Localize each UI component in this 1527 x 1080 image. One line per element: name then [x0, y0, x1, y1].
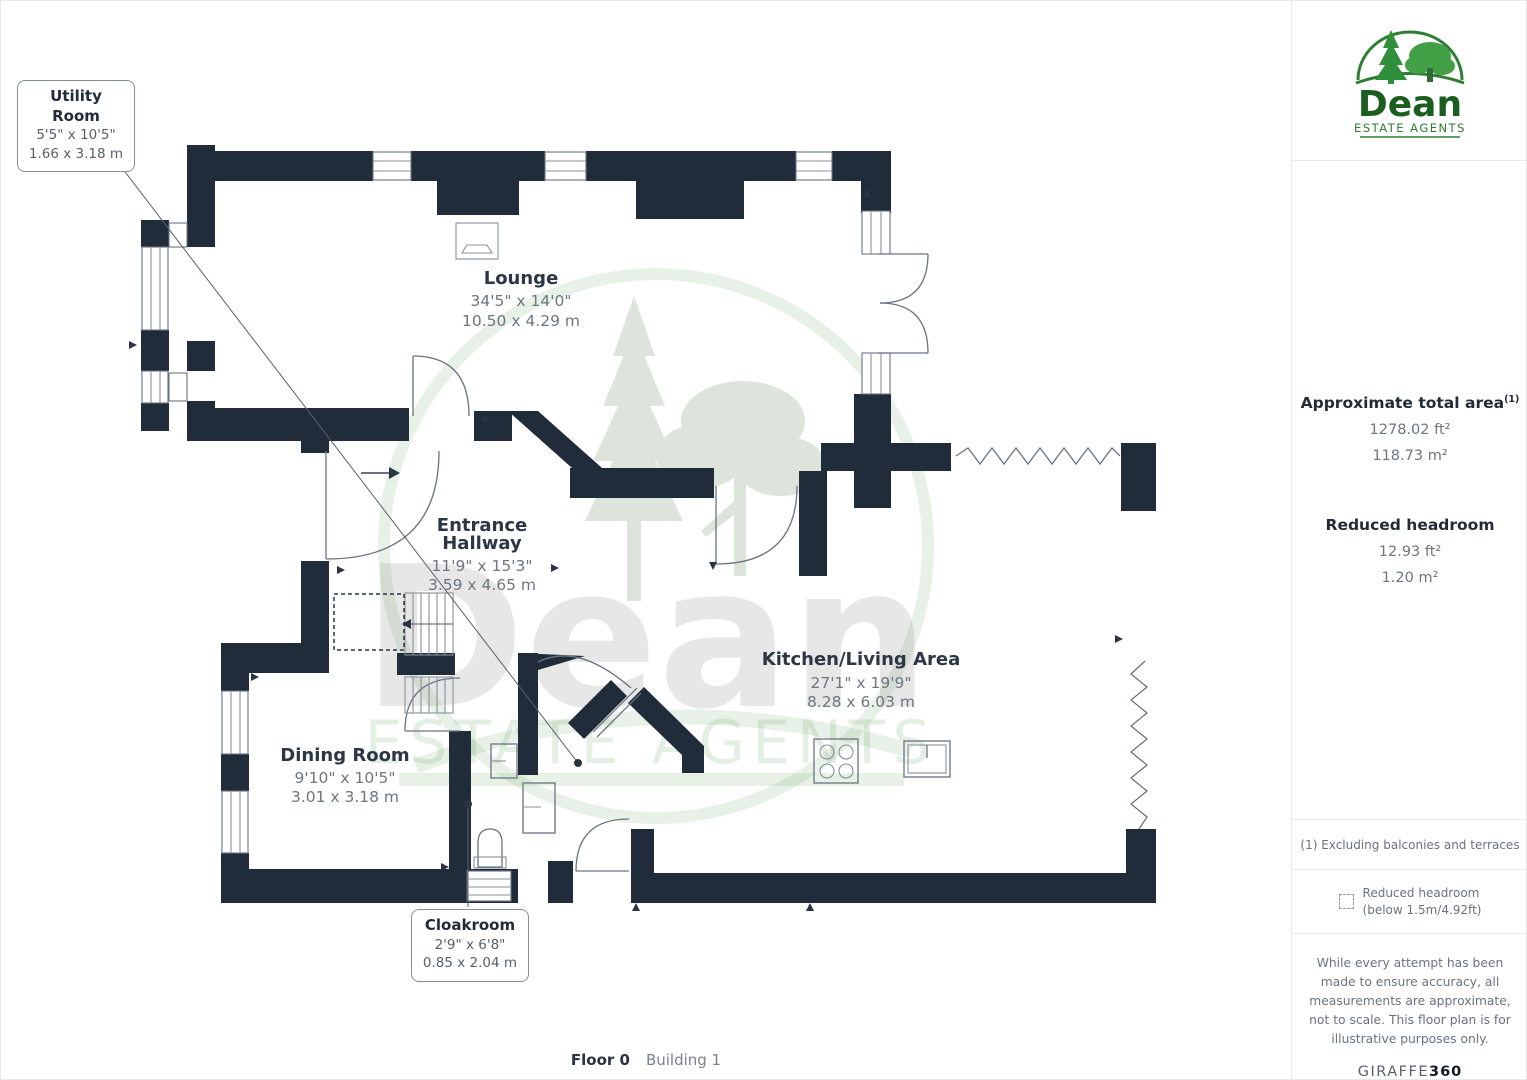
giraffe360-brand: GIRAFFE360 — [1308, 1064, 1512, 1080]
lounge-metric: 10.50 x 4.29 m — [462, 312, 580, 330]
reduced-headroom-title: Reduced headroom — [1325, 516, 1495, 535]
entrance-direction-arrow-icon — [361, 467, 400, 479]
window — [372, 151, 412, 181]
door-arc — [537, 655, 642, 738]
windows — [141, 151, 891, 854]
washer-icon — [522, 782, 556, 834]
dining-name: Dining Room — [280, 745, 409, 766]
room-label-entrance-hallway: Entrance Hallway 11'9" x 15'3" 3.59 x 4.… — [428, 515, 536, 594]
window — [168, 372, 188, 402]
reduced-headroom-metric: 1.20 m² — [1381, 570, 1439, 587]
kitchen-metric: 8.28 x 6.03 m — [807, 693, 915, 711]
stairs — [402, 592, 454, 714]
doors — [325, 253, 929, 872]
reduced-headroom-zone — [333, 593, 405, 651]
door-markers — [129, 189, 1123, 911]
cloakroom-imperial: 2'9" x 6'8" — [434, 936, 506, 953]
total-area-metric: 118.73 m² — [1372, 448, 1448, 465]
door-arc — [715, 485, 798, 565]
footnote: (1) Excluding balconies and terraces — [1292, 819, 1526, 869]
window — [141, 370, 169, 404]
lounge-name: Lounge — [484, 268, 559, 289]
entry-steps — [466, 870, 512, 902]
window — [168, 222, 188, 248]
window — [544, 151, 587, 181]
area-summary: Approximate total area(1) 1278.02 ft² 11… — [1292, 161, 1526, 819]
giraffe-label: GIRAFFE — [1357, 1064, 1429, 1080]
cloakroom-metric: 0.85 x 2.04 m — [422, 955, 518, 972]
callout-utility-room: Utility Room 5'5" x 10'5" 1.66 x 3.18 m — [17, 80, 135, 173]
window — [861, 352, 891, 395]
basin-icon — [490, 743, 518, 779]
hob-icon — [813, 738, 859, 784]
legend-line2: (below 1.5m/4.92ft) — [1362, 902, 1482, 917]
giraffe-360-label: 360 — [1428, 1064, 1463, 1080]
lounge-imperial: 34'5" x 14'0" — [471, 292, 572, 310]
door-arc — [575, 818, 630, 872]
floor-label: Floor 0 — [570, 1051, 630, 1069]
legend: Reduced headroom (below 1.5m/4.92ft) — [1292, 869, 1526, 933]
callout-cloakroom: Cloakroom 2'9" x 6'8" 0.85 x 2.04 m — [411, 909, 529, 982]
sidebar: Dean ESTATE AGENTS Approximate total are… — [1291, 1, 1526, 1080]
sink-icon — [903, 740, 951, 778]
utility-name: Utility Room — [50, 87, 102, 125]
cloakroom-name: Cloakroom — [424, 916, 516, 934]
callout-leaders — [108, 150, 582, 907]
floor-plan-svg: Dean ESTATE AGENTS — [108, 145, 1156, 911]
room-label-lounge: Lounge 34'5" x 14'0" 10.50 x 4.29 m — [462, 268, 580, 330]
room-label-dining: Dining Room 9'10" x 10'5" 3.01 x 3.18 m — [280, 745, 409, 806]
window — [221, 690, 249, 755]
total-area-footnote-ref: (1) — [1504, 393, 1520, 405]
brand-name: Dean — [1358, 84, 1462, 125]
hallway-name-1: Entrance — [437, 515, 527, 536]
disclaimer-text: While every attempt has been made to ens… — [1309, 956, 1511, 1047]
window — [861, 210, 891, 255]
total-area-imperial: 1278.02 ft² — [1369, 422, 1451, 439]
dining-imperial: 9'10" x 10'5" — [295, 769, 396, 787]
utility-imperial: 5'5" x 10'5" — [36, 127, 116, 143]
legend-line1: Reduced headroom — [1362, 886, 1480, 901]
dean-logo-icon: Dean ESTATE AGENTS — [1354, 29, 1466, 138]
kitchen-imperial: 27'1" x 19'9" — [811, 674, 912, 692]
plan-area: Dean ESTATE AGENTS — [1, 1, 1291, 1079]
fireplace-icon — [455, 222, 499, 260]
brand-tagline: ESTATE AGENTS — [1354, 121, 1466, 135]
french-doors — [878, 253, 929, 354]
hallway-imperial: 11'9" x 15'3" — [432, 557, 533, 575]
window — [795, 151, 833, 181]
break-lines — [955, 446, 1149, 830]
window — [221, 790, 249, 854]
door-arc — [325, 450, 440, 560]
dining-metric: 3.01 x 3.18 m — [291, 788, 399, 806]
building-label: Building 1 — [645, 1051, 722, 1069]
plan-footer: Floor 0 Building 1 — [1, 1050, 1291, 1069]
disclaimer-section: While every attempt has been made to ens… — [1292, 933, 1526, 1080]
hallway-metric: 3.59 x 4.65 m — [428, 576, 536, 594]
door-arc — [404, 677, 461, 732]
window — [141, 246, 169, 331]
reduced-headroom-icon — [1338, 894, 1354, 909]
hallway-name-2: Hallway — [442, 533, 522, 554]
brand-logo: Dean ESTATE AGENTS — [1292, 1, 1526, 161]
utility-metric: 1.66 x 3.18 m — [28, 145, 124, 162]
door-arc — [412, 355, 470, 417]
kitchen-name: Kitchen/Living Area — [762, 649, 960, 670]
toilet-icon — [473, 828, 507, 869]
total-area-title: Approximate total area(1) — [1300, 393, 1520, 413]
reduced-headroom-imperial: 12.93 ft² — [1378, 544, 1442, 561]
room-label-kitchen-living: Kitchen/Living Area 27'1" x 19'9" 8.28 x… — [762, 649, 960, 711]
